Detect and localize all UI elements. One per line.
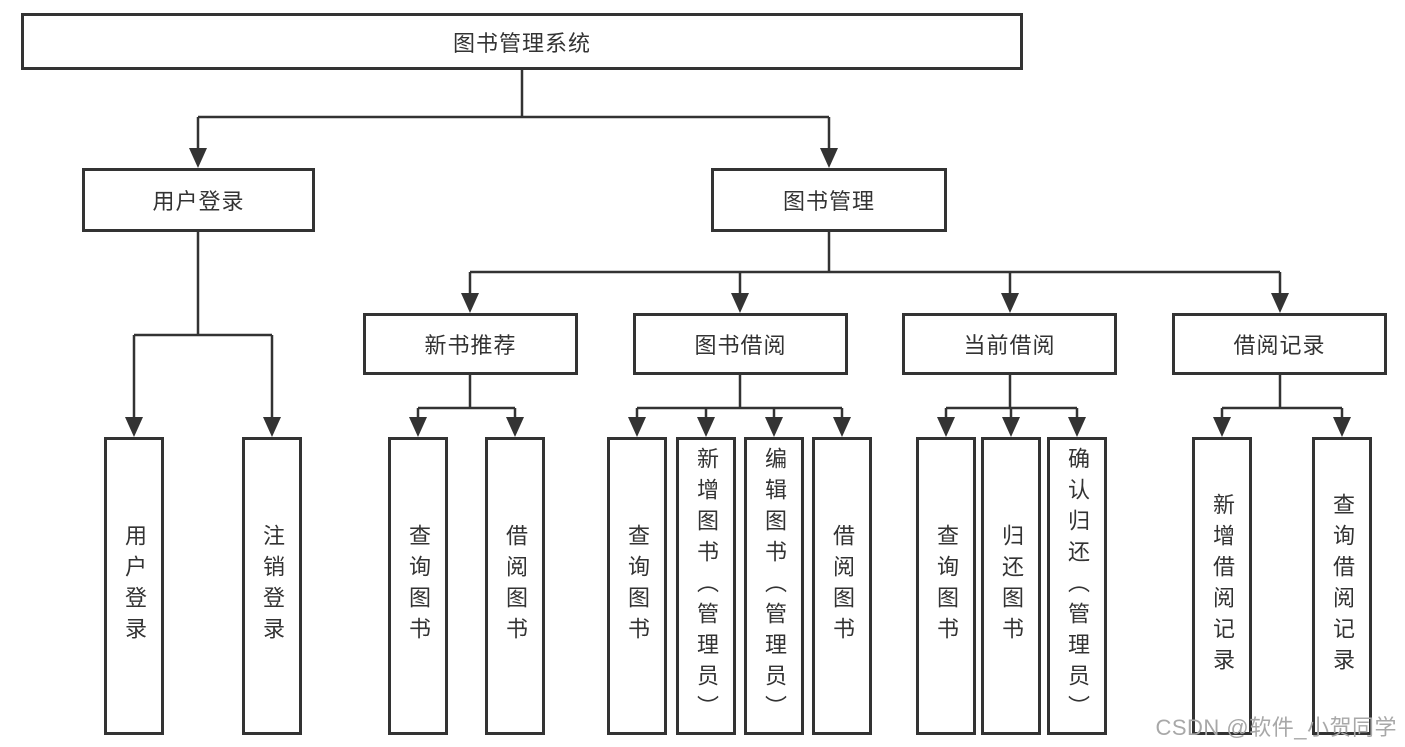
leaf-query-book-borrowing-label: 查询图书 — [625, 524, 650, 648]
leaf-add-borrow-record-label: 新增借阅记录 — [1210, 493, 1235, 679]
leaf-query-book-borrowing: 查询图书 — [607, 437, 667, 735]
node-book-borrowing-label: 图书借阅 — [694, 333, 787, 358]
node-new-book-recommend: 新书推荐 — [363, 313, 578, 375]
node-new-book-recommend-label: 新书推荐 — [424, 333, 517, 358]
arrow-down-icon — [461, 293, 479, 313]
arrow-down-icon — [833, 417, 851, 437]
arrow-down-icon — [1271, 293, 1289, 313]
arrow-down-icon — [1068, 417, 1086, 437]
leaf-user-login: 用户登录 — [104, 437, 164, 735]
node-root-label: 图书管理系统 — [452, 30, 591, 56]
arrow-down-icon — [409, 417, 427, 437]
arrow-down-icon — [125, 417, 143, 437]
leaf-query-book-recommend: 查询图书 — [388, 437, 448, 735]
arrow-down-icon — [697, 417, 715, 437]
leaf-borrow-book-recommend-label: 借阅图书 — [503, 524, 528, 648]
leaf-edit-book-admin: 编辑图书（管理员） — [744, 437, 804, 735]
leaf-add-book-admin: 新增图书（管理员） — [676, 437, 736, 735]
node-user-login: 用户登录 — [82, 168, 315, 232]
node-borrowing-records: 借阅记录 — [1172, 313, 1387, 375]
arrow-down-icon — [1002, 417, 1020, 437]
connector-line-path — [132, 70, 1344, 421]
node-book-borrowing: 图书借阅 — [633, 313, 848, 375]
leaf-borrow-book: 借阅图书 — [812, 437, 872, 735]
leaf-query-borrow-record: 查询借阅记录 — [1312, 437, 1372, 735]
arrow-down-icon — [820, 148, 838, 168]
node-current-borrowing: 当前借阅 — [902, 313, 1117, 375]
leaf-query-borrow-record-label: 查询借阅记录 — [1330, 493, 1355, 679]
arrow-down-icon — [263, 417, 281, 437]
arrow-down-icon — [765, 417, 783, 437]
arrow-down-icon — [1213, 417, 1231, 437]
arrow-down-icon — [1001, 293, 1019, 313]
node-current-borrowing-label: 当前借阅 — [963, 333, 1056, 358]
leaf-return-book: 归还图书 — [981, 437, 1041, 735]
arrow-down-icon — [937, 417, 955, 437]
arrow-down-icon — [731, 293, 749, 313]
arrow-down-icon — [628, 417, 646, 437]
leaf-add-book-admin-label: 新增图书（管理员） — [694, 446, 719, 726]
leaf-borrow-book-label: 借阅图书 — [830, 524, 855, 648]
node-book-management: 图书管理 — [711, 168, 947, 232]
leaf-return-book-label: 归还图书 — [999, 524, 1024, 648]
leaf-query-book-current: 查询图书 — [916, 437, 976, 735]
leaf-logout-label: 注销登录 — [260, 524, 285, 648]
arrow-down-icons — [125, 148, 1351, 437]
leaf-query-book-recommend-label: 查询图书 — [406, 524, 431, 648]
node-root: 图书管理系统 — [21, 13, 1023, 70]
arrow-down-icon — [189, 148, 207, 168]
leaf-confirm-return-admin: 确认归还（管理员） — [1047, 437, 1107, 735]
node-borrowing-records-label: 借阅记录 — [1233, 333, 1326, 358]
leaf-query-book-current-label: 查询图书 — [934, 524, 959, 648]
leaf-confirm-return-admin-label: 确认归还（管理员） — [1065, 446, 1090, 726]
leaf-borrow-book-recommend: 借阅图书 — [485, 437, 545, 735]
leaf-edit-book-admin-label: 编辑图书（管理员） — [762, 446, 787, 726]
arrow-down-icon — [506, 417, 524, 437]
leaf-user-login-label: 用户登录 — [122, 524, 147, 648]
node-book-management-label: 图书管理 — [782, 189, 875, 214]
leaf-logout: 注销登录 — [242, 437, 302, 735]
arrow-down-icon — [1333, 417, 1351, 437]
leaf-add-borrow-record: 新增借阅记录 — [1192, 437, 1252, 735]
watermark: CSDN @软件_小贺同学 — [1155, 715, 1397, 740]
node-user-login-label: 用户登录 — [152, 189, 245, 214]
